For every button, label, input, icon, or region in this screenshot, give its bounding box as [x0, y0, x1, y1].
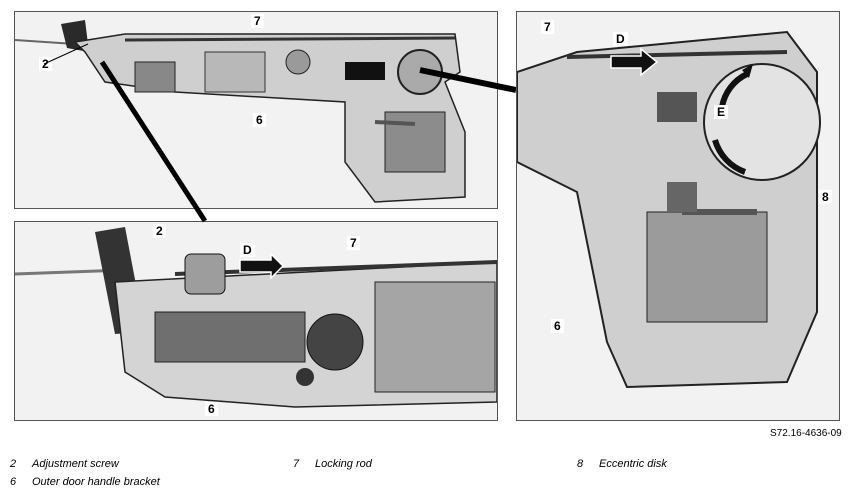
legend-text: Eccentric disk	[599, 458, 667, 470]
callout-D: D	[240, 243, 255, 257]
legend-item-7: 7 Locking rod	[293, 458, 372, 470]
callout-7: 7	[251, 14, 264, 28]
legend-number: 6	[10, 476, 17, 488]
callout-7: 7	[541, 20, 554, 34]
legend-number: 7	[293, 458, 300, 470]
legend-item-2: 2 Adjustment screw	[10, 458, 119, 470]
legend-text: Outer door handle bracket	[32, 476, 160, 488]
legend-number: 8	[577, 458, 584, 470]
door-handle-overview-illustration	[15, 20, 466, 203]
eccentric-disk-detail-illustration	[517, 30, 821, 389]
legend-item-6: 6 Outer door handle bracket	[10, 476, 160, 488]
legend-text: Locking rod	[315, 458, 372, 470]
callout-E: E	[714, 105, 729, 119]
callout-D: D	[613, 32, 628, 46]
legend-item-8: 8 Eccentric disk	[577, 458, 667, 470]
legend-number: 2	[10, 458, 17, 470]
legend-text: Adjustment screw	[32, 458, 119, 470]
callout-2: 2	[153, 224, 166, 238]
callout-7: 7	[347, 236, 360, 250]
callout-2: 2	[39, 57, 52, 71]
callout-6: 6	[551, 319, 564, 333]
callout-6: 6	[253, 113, 266, 127]
callout-6: 6	[205, 402, 218, 416]
panel-adjustment-detail: 2 D 7 6	[14, 221, 498, 421]
callout-8: 8	[819, 190, 832, 204]
adjustment-screw-detail-illustration	[15, 227, 497, 408]
panel-eccentric-detail: 7 D E 8 6	[516, 11, 840, 421]
panel-overview: 2 7 6	[14, 11, 498, 209]
figure-code: S72.16-4636-09	[770, 428, 842, 439]
